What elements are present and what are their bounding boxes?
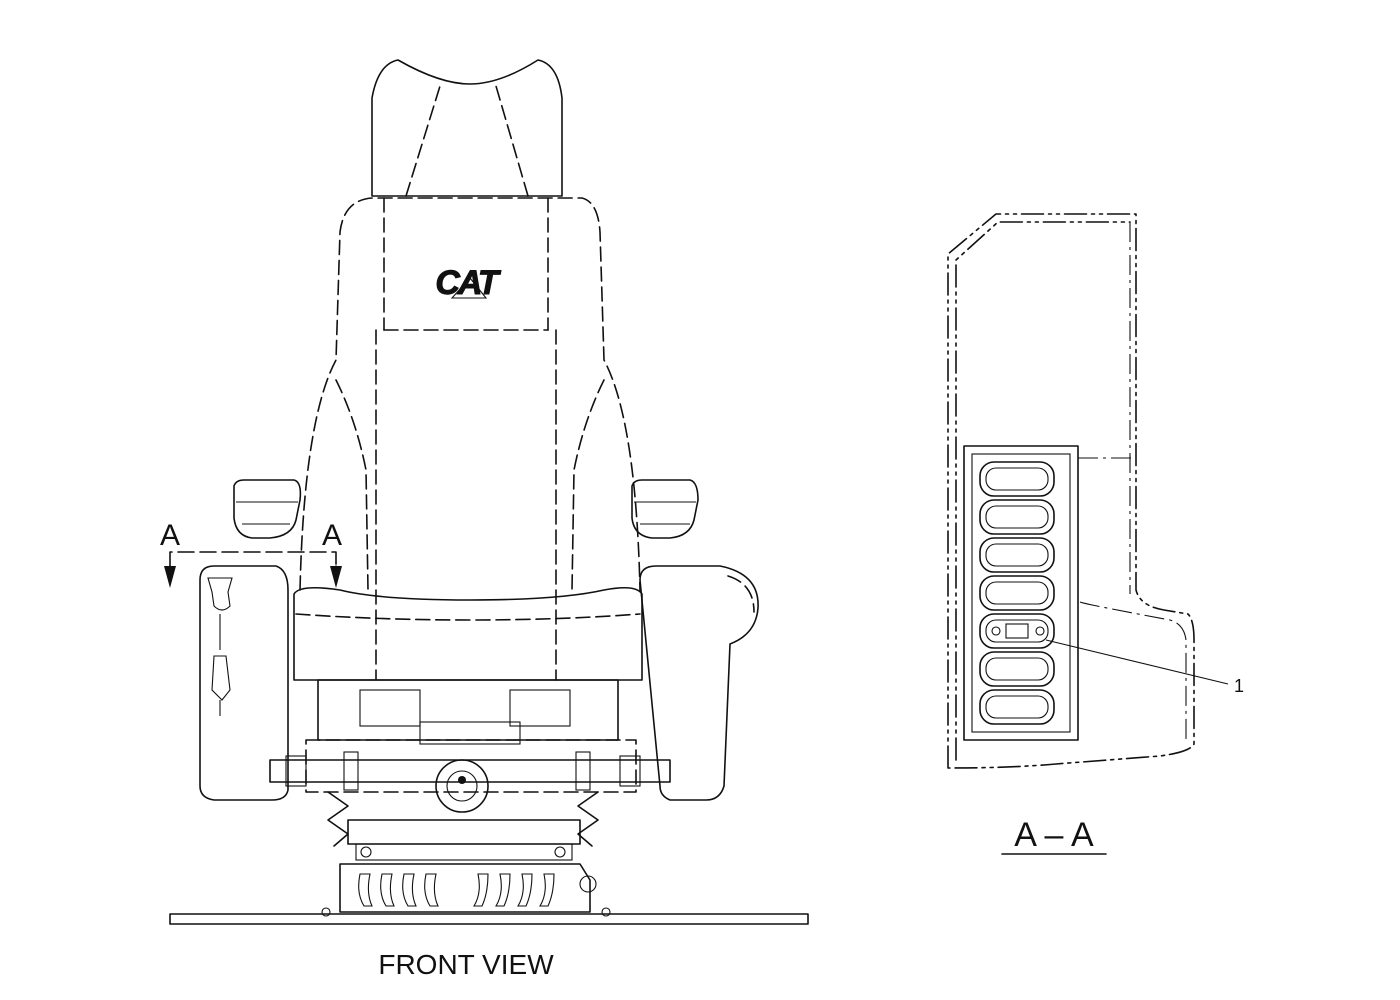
switch-panel xyxy=(963,445,1079,741)
section-caption: A – A xyxy=(1001,816,1107,855)
side-control-cable xyxy=(207,577,233,716)
front-view-caption: FRONT VIEW xyxy=(378,949,554,980)
right-armrest xyxy=(631,479,699,539)
rocker-switch-2 xyxy=(979,499,1055,535)
rocker-switch-1 xyxy=(979,461,1055,497)
cat-logo: CAT xyxy=(435,264,505,303)
seat-cushion xyxy=(293,586,643,681)
section-view-caption: A – A xyxy=(1014,816,1094,854)
section-arrow-right-icon xyxy=(330,566,342,588)
rocker-switch-4 xyxy=(979,575,1055,611)
section-letter-left: A xyxy=(160,519,180,552)
callout-1: 1 xyxy=(1045,639,1244,696)
section-letter-right: A xyxy=(322,519,342,552)
rocker-switch-6 xyxy=(979,651,1055,687)
section-view-a-a: 1 A – A xyxy=(947,213,1244,855)
indicator-switch-5 xyxy=(979,613,1055,649)
left-side-panel xyxy=(199,565,289,801)
backrest xyxy=(299,197,641,681)
seat-base xyxy=(169,863,809,925)
front-view-seat: CAT xyxy=(160,59,809,980)
callout-number: 1 xyxy=(1234,676,1244,696)
section-cut-line: A A xyxy=(160,519,342,588)
left-armrest xyxy=(233,479,302,539)
base-vent-slots xyxy=(358,873,555,907)
right-side-panel xyxy=(639,565,759,801)
headrest xyxy=(371,59,563,197)
rocker-switch-3 xyxy=(979,537,1055,573)
rocker-switch-7 xyxy=(979,689,1055,725)
cat-logo-text: CAT xyxy=(435,264,502,302)
suspension-mechanism xyxy=(269,679,671,861)
section-arrow-left-icon xyxy=(164,566,176,588)
height-adjust-knob xyxy=(435,759,489,813)
